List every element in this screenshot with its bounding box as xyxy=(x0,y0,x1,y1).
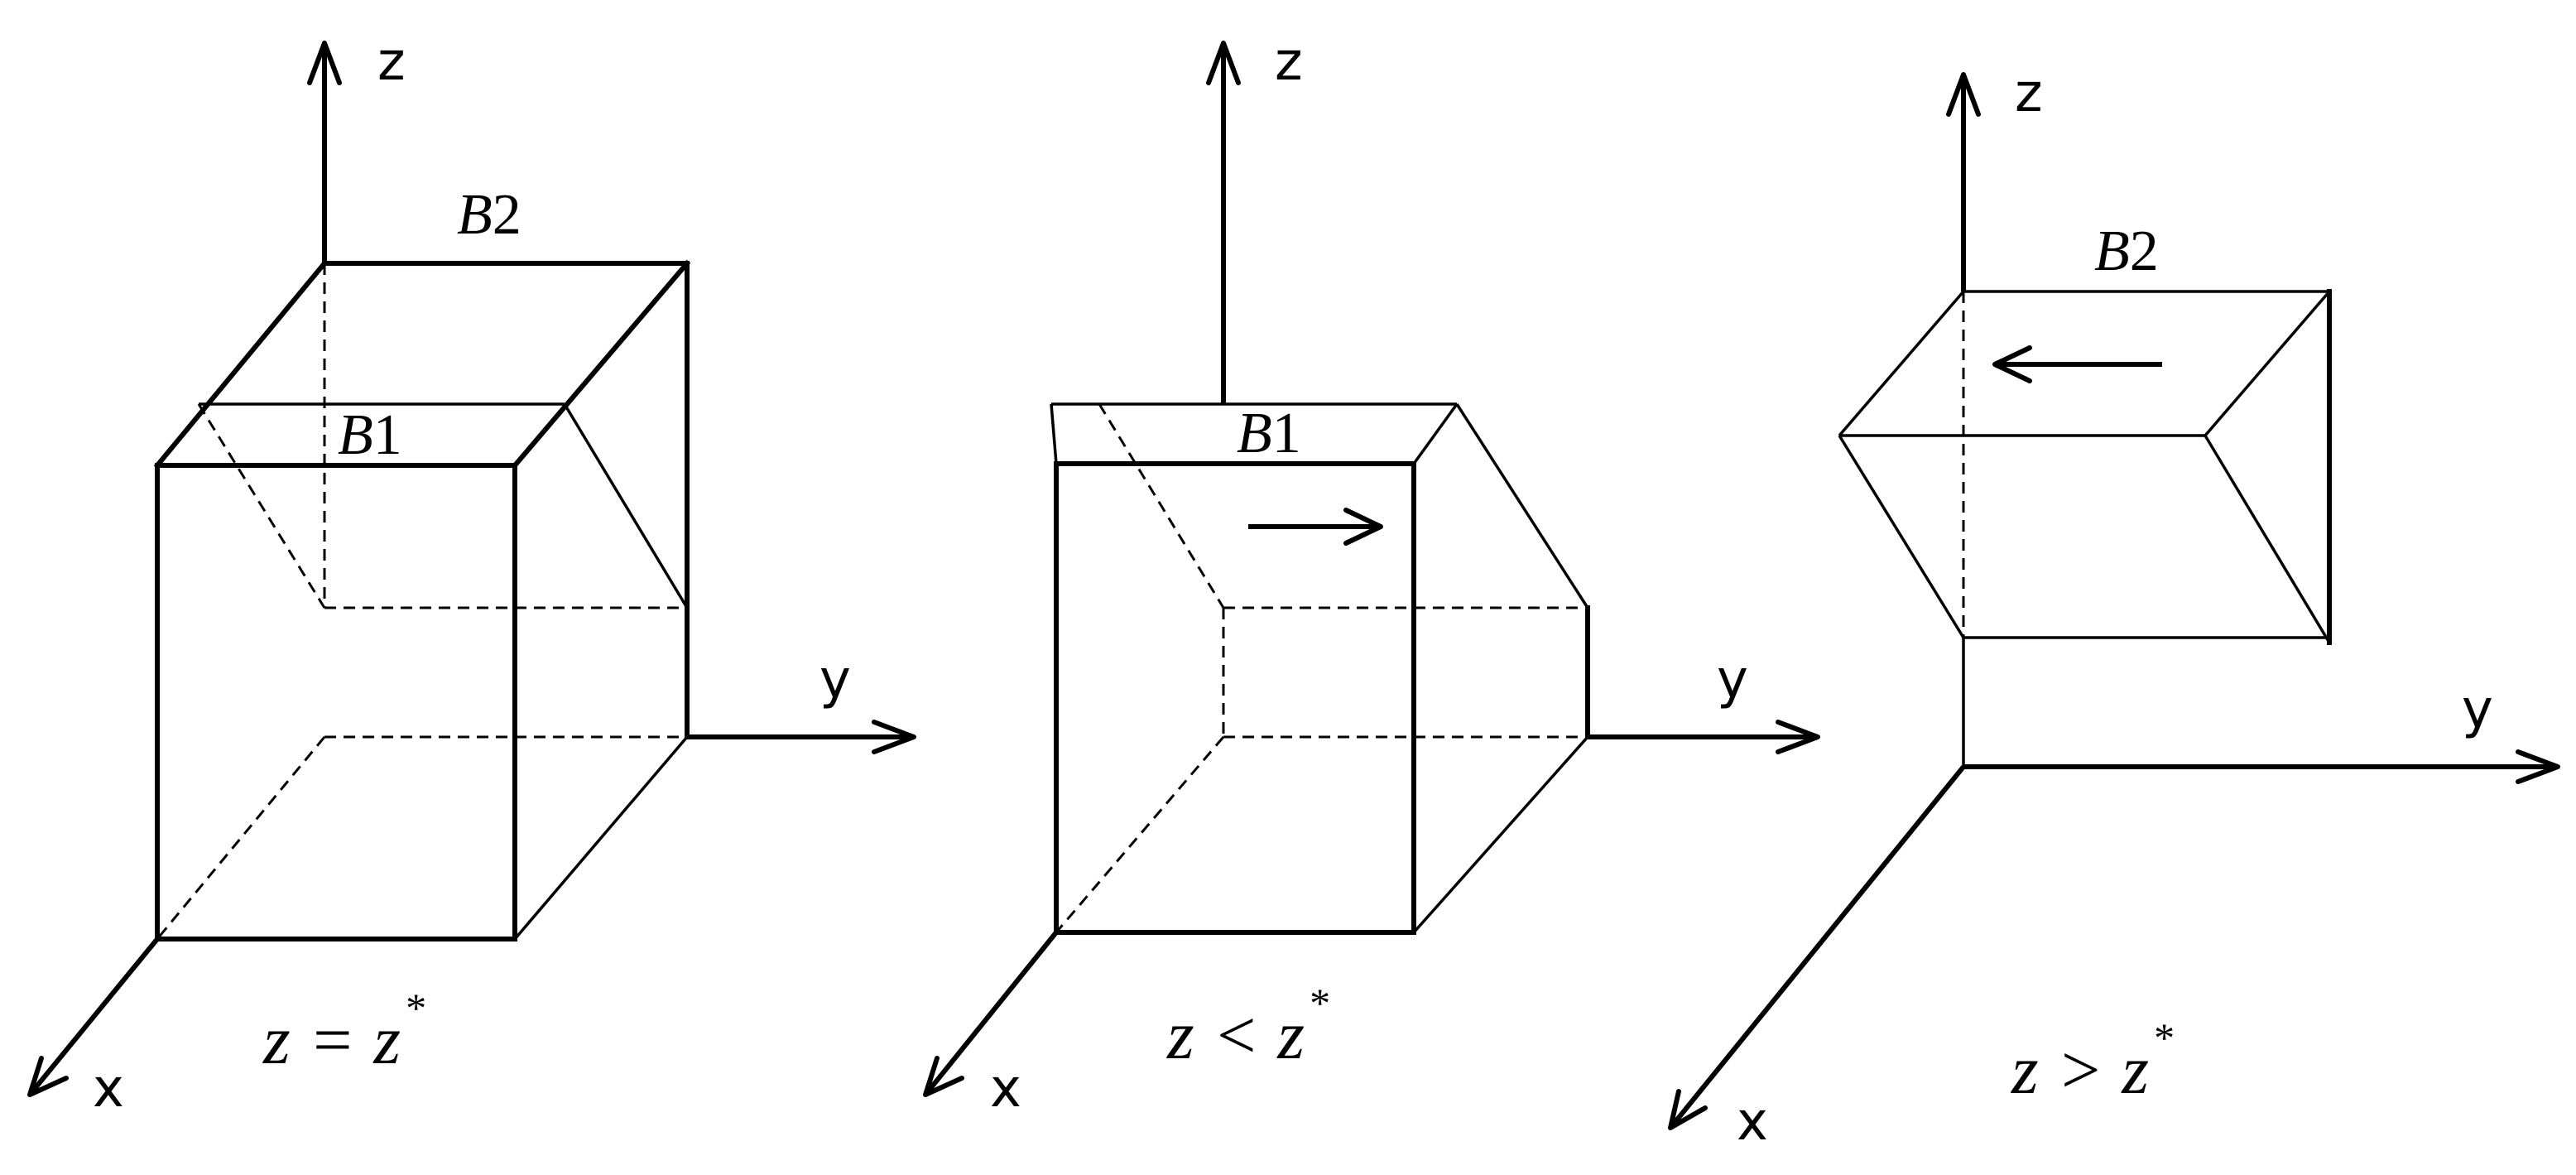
panel-less: z y x B1 z<z* xyxy=(923,31,1820,1120)
box-b1 xyxy=(155,402,689,941)
box-label-b1: B1 xyxy=(338,403,402,467)
box-label-b1: B1 xyxy=(1237,402,1301,465)
z-axis-label: z xyxy=(377,31,406,93)
x-axis-label: x xyxy=(1737,1091,1768,1153)
y-axis-label: y xyxy=(2462,679,2493,740)
z-axis-label: z xyxy=(2015,63,2043,124)
x-axis-label: x xyxy=(990,1058,1021,1120)
z-arrowhead xyxy=(307,41,342,85)
hidden-edges xyxy=(1055,403,1588,933)
box-b2 xyxy=(153,259,691,739)
y-arrowhead xyxy=(2516,749,2560,784)
y-arrowhead xyxy=(1776,720,1820,754)
caption-greater: z>z* xyxy=(2011,1014,2175,1109)
x-arrowhead xyxy=(923,1056,964,1097)
x-arrowhead xyxy=(1668,1089,1708,1130)
panel-greater: z y x B2 z>z* xyxy=(1668,63,2560,1153)
right-arrowhead xyxy=(1343,508,1383,546)
z-arrowhead xyxy=(1946,72,1981,117)
x-axis-label: x xyxy=(93,1058,124,1120)
x-axis xyxy=(923,931,1059,1096)
z-axis-label: z xyxy=(1275,31,1303,93)
y-arrowhead xyxy=(872,720,916,754)
x-axis xyxy=(27,937,160,1096)
x-arrowhead xyxy=(27,1056,69,1097)
hidden-edges xyxy=(156,263,687,940)
caption-equal: z=z* xyxy=(262,985,426,1079)
box-label-b2: B2 xyxy=(2094,219,2159,283)
y-axis-label: y xyxy=(819,649,851,710)
caption-less: z<z* xyxy=(1166,980,1330,1074)
left-arrowhead xyxy=(1992,345,2032,383)
x-axis xyxy=(1668,765,1966,1129)
panel-equal: z y x B2 B1 z=z* xyxy=(27,31,916,1120)
box-b2 xyxy=(1838,289,2332,645)
box-label-b2: B2 xyxy=(457,183,521,247)
y-axis-label: y xyxy=(1717,649,1748,710)
z-arrowhead xyxy=(1206,41,1241,85)
box-b1 xyxy=(1050,402,1590,935)
